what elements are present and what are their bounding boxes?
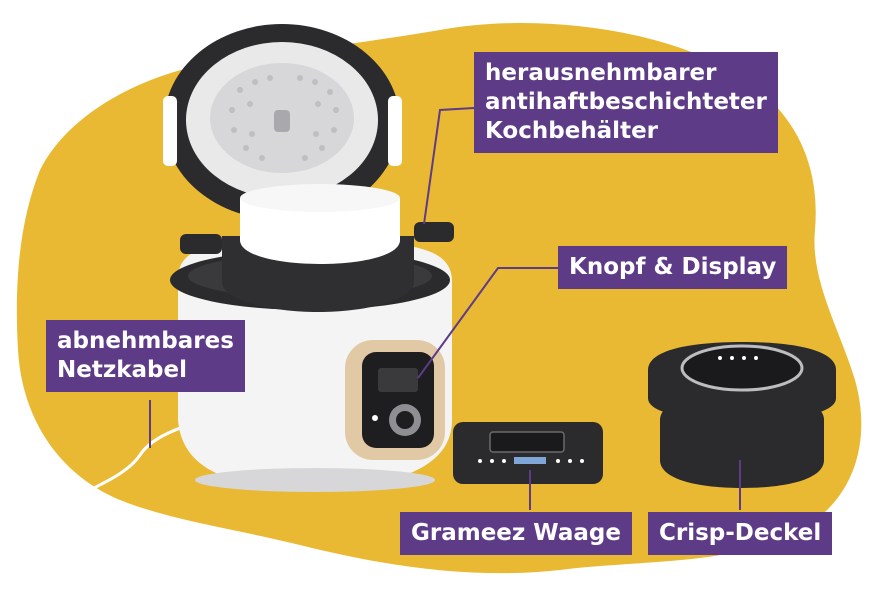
kitchen-scale-icon [453, 422, 603, 484]
label-line: herausnehmbarer [485, 60, 717, 86]
label-text: Grameez Waage [411, 520, 621, 546]
label-removable-cooking-bowl: herausnehmbarer antihaftbeschichteter Ko… [474, 52, 778, 153]
power-cable [39, 418, 206, 512]
crisp-lid-icon [648, 342, 836, 488]
leader-lines [149, 107, 741, 510]
label-line: antihaftbeschichteter [485, 89, 767, 115]
label-crisp-lid: Crisp-Deckel [648, 512, 833, 555]
label-text: Knopf & Display [569, 254, 777, 280]
label-scale: Grameez Waage [400, 512, 632, 555]
label-line: Netzkabel [57, 357, 187, 383]
label-power-cable: abnehmbares Netzkabel [46, 320, 245, 392]
label-text: Crisp-Deckel [659, 520, 822, 546]
label-line: Kochbehälter [485, 118, 659, 144]
multicooker-icon [163, 24, 454, 492]
label-line: abnehmbares [57, 328, 234, 354]
label-knob-display: Knopf & Display [558, 246, 788, 289]
